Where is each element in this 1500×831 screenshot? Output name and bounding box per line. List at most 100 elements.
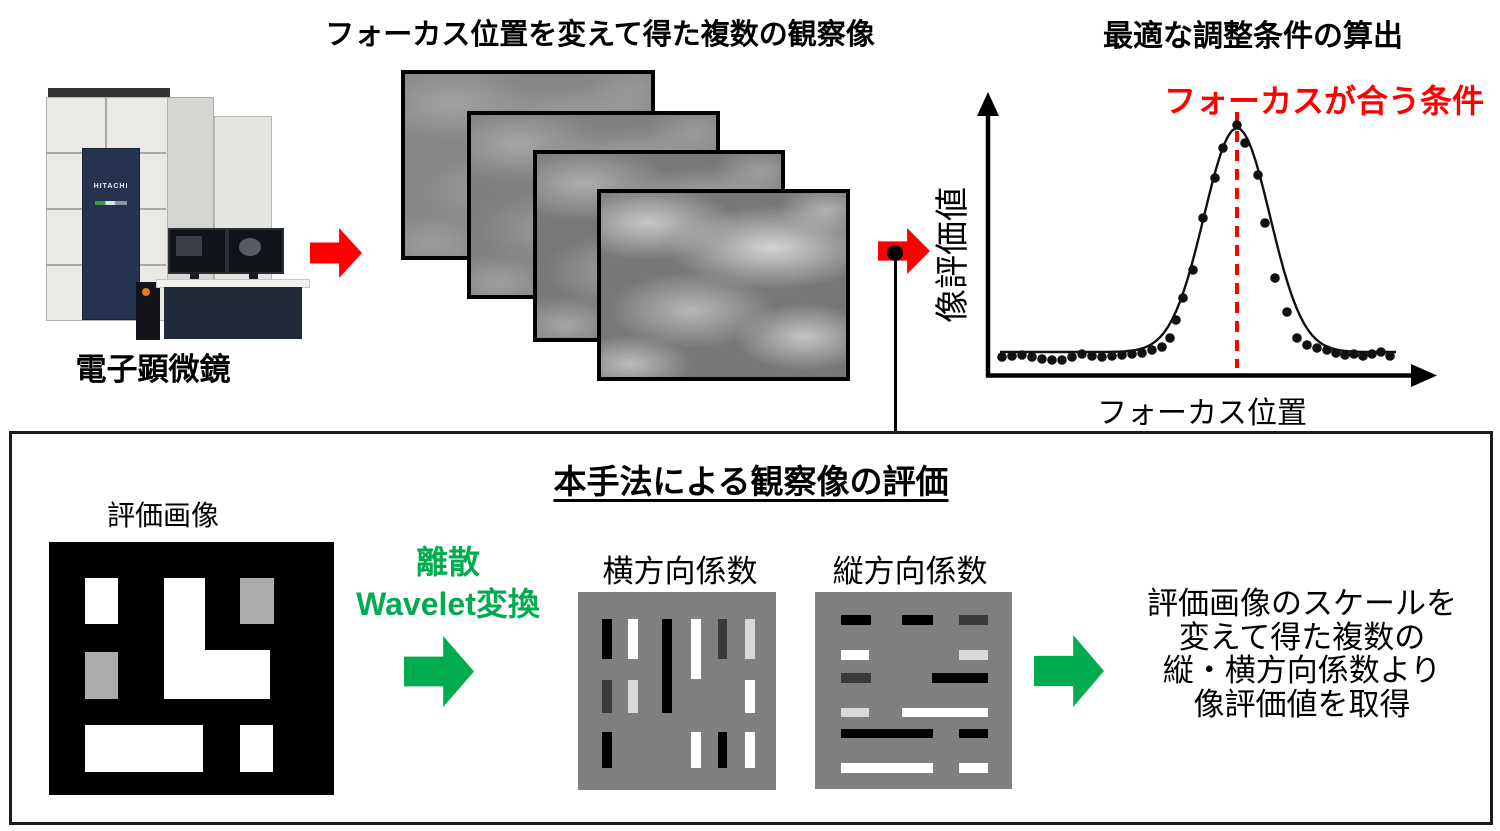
evaluation-data-point xyxy=(1302,340,1312,350)
wavelet-label-line1: 離散 xyxy=(415,544,480,580)
evaluation-data-point xyxy=(1260,218,1270,228)
vertical_coeff-rect xyxy=(959,762,988,774)
eval-image-label: 評価画像 xyxy=(106,500,219,531)
evaluation-data-point xyxy=(1027,352,1037,362)
horizontal_coeff-rect xyxy=(744,618,755,659)
horizontal_coeff-rect xyxy=(627,680,638,714)
vertical_coeff-rect xyxy=(841,708,869,718)
horizontal-coeff-label: 横方向係数 xyxy=(602,554,758,589)
evaluation-data-point xyxy=(1171,315,1181,325)
monitor-stand xyxy=(190,272,199,279)
operator-monitor-right xyxy=(227,228,284,274)
vertical-coeff-label: 縦方向係数 xyxy=(832,554,988,589)
eval_image-rect xyxy=(239,725,274,772)
monitor-stand xyxy=(249,272,258,279)
evaluation-data-point xyxy=(1067,352,1077,362)
evaluation-data-point xyxy=(1253,170,1263,180)
tower-logo-dot xyxy=(142,288,150,296)
microscope-top-cap xyxy=(48,88,170,98)
microscope-caption: 電子顕微鏡 xyxy=(75,352,231,387)
result-text-line: 縦・横方向係数より xyxy=(1162,653,1442,688)
vertical_coeff-rect xyxy=(840,615,871,626)
evaluation-data-point xyxy=(1312,343,1322,353)
vertical_coeff-rect xyxy=(840,762,934,774)
result-text-line: 評価画像のスケールを xyxy=(1147,586,1457,621)
horizontal_coeff-rect xyxy=(691,618,701,679)
sem-image-in-focus xyxy=(597,189,850,381)
evaluation-data-point xyxy=(1127,349,1137,359)
evaluation-data-point xyxy=(997,352,1007,362)
eval_image-rect xyxy=(239,577,275,624)
evaluation-data-point xyxy=(1282,307,1292,317)
connector-line xyxy=(894,253,897,431)
x-axis-arrowhead-icon xyxy=(1411,364,1437,387)
red-arrow-icon xyxy=(878,228,930,274)
evaluation-data-point xyxy=(1358,351,1368,361)
evaluation-data-point xyxy=(1107,351,1117,361)
horizontal_coeff-rect xyxy=(662,618,673,714)
eval_image-rect xyxy=(84,577,118,624)
gaussian-fit-curve xyxy=(1000,126,1396,354)
vertical-coefficients-figure xyxy=(815,592,1012,789)
vertical_coeff-rect xyxy=(931,672,988,683)
vertical_coeff-rect xyxy=(840,672,871,683)
horizontal_coeff-rect xyxy=(717,731,728,769)
horizontal-coefficients-figure xyxy=(578,592,776,790)
evaluation-data-point xyxy=(1292,333,1302,343)
wavelet-transform-label: 離散 Wavelet変換 xyxy=(333,541,563,625)
y-axis-label: 像評価値 xyxy=(934,187,972,323)
evaluation-data-point xyxy=(1210,173,1220,183)
evaluation-data-point xyxy=(1367,349,1377,359)
evaluation-data-point xyxy=(1047,355,1057,365)
evaluation-data-point xyxy=(1087,351,1097,361)
electron-microscope-photo: HITACHI xyxy=(18,80,310,345)
green-arrow-icon xyxy=(404,636,474,707)
evaluation-data-point xyxy=(1322,345,1332,355)
evaluation-data-point xyxy=(1037,354,1047,364)
evaluation-data-point xyxy=(1097,352,1107,362)
evaluation-data-point xyxy=(1157,342,1167,352)
evaluation-data-point xyxy=(1188,265,1198,275)
evaluation-data-point xyxy=(1137,348,1147,358)
vertical_coeff-rect xyxy=(840,650,870,661)
horizontal_coeff-rect xyxy=(717,618,728,659)
horizontal_coeff-rect xyxy=(602,731,613,769)
focus-evaluation-plot xyxy=(977,92,1437,387)
evaluation-data-point xyxy=(1165,333,1175,343)
method-box-title: 本手法による観察像の評価 xyxy=(553,463,949,500)
horizontal_coeff-rect xyxy=(744,680,755,714)
microscope-status-leds xyxy=(95,201,127,205)
evaluation-data-point xyxy=(1240,138,1250,148)
x-axis-label: フォーカス位置 xyxy=(1097,397,1307,430)
horizontal_coeff-rect xyxy=(691,731,701,769)
wavelet-label-line2: Wavelet変換 xyxy=(356,586,540,622)
evaluation-image-figure xyxy=(49,542,334,795)
horizontal_coeff-rect xyxy=(627,618,638,659)
result-text-line: 変えて得た複数の xyxy=(1178,619,1426,655)
monitor-screen xyxy=(239,238,261,256)
monitor-screen xyxy=(176,236,202,256)
evaluation-data-point xyxy=(1007,351,1017,361)
vertical_coeff-rect xyxy=(959,615,988,626)
method-evaluation-box: 本手法による観察像の評価 評価画像 離散 Wavelet変換 横方向係数 縦方向… xyxy=(9,431,1493,825)
evaluation-data-point xyxy=(1232,120,1242,130)
stack-title: フォーカス位置を変えて得た複数の観察像 xyxy=(325,19,875,51)
evaluation-data-point xyxy=(1349,349,1359,359)
evaluation-data-point xyxy=(1057,355,1067,365)
operator-monitor-left xyxy=(168,228,227,274)
evaluation-data-point xyxy=(1270,273,1280,283)
plot-data-layer xyxy=(997,112,1396,368)
microscope-navy-panel: HITACHI xyxy=(82,148,140,320)
horizontal_coeff-rect xyxy=(744,731,755,769)
desk-body xyxy=(164,287,302,339)
horizontal_coeff-rect xyxy=(602,680,613,714)
evaluation-data-point xyxy=(1198,213,1208,223)
vertical_coeff-rect xyxy=(840,728,934,738)
microscope-brand-label: HITACHI xyxy=(93,183,129,190)
evaluation-data-point xyxy=(1178,293,1188,303)
sem-texture xyxy=(601,193,846,377)
focus-condition-label: フォーカスが合う条件 xyxy=(1163,83,1484,119)
vertical_coeff-rect xyxy=(959,728,988,738)
evaluation-data-point xyxy=(1218,143,1228,153)
